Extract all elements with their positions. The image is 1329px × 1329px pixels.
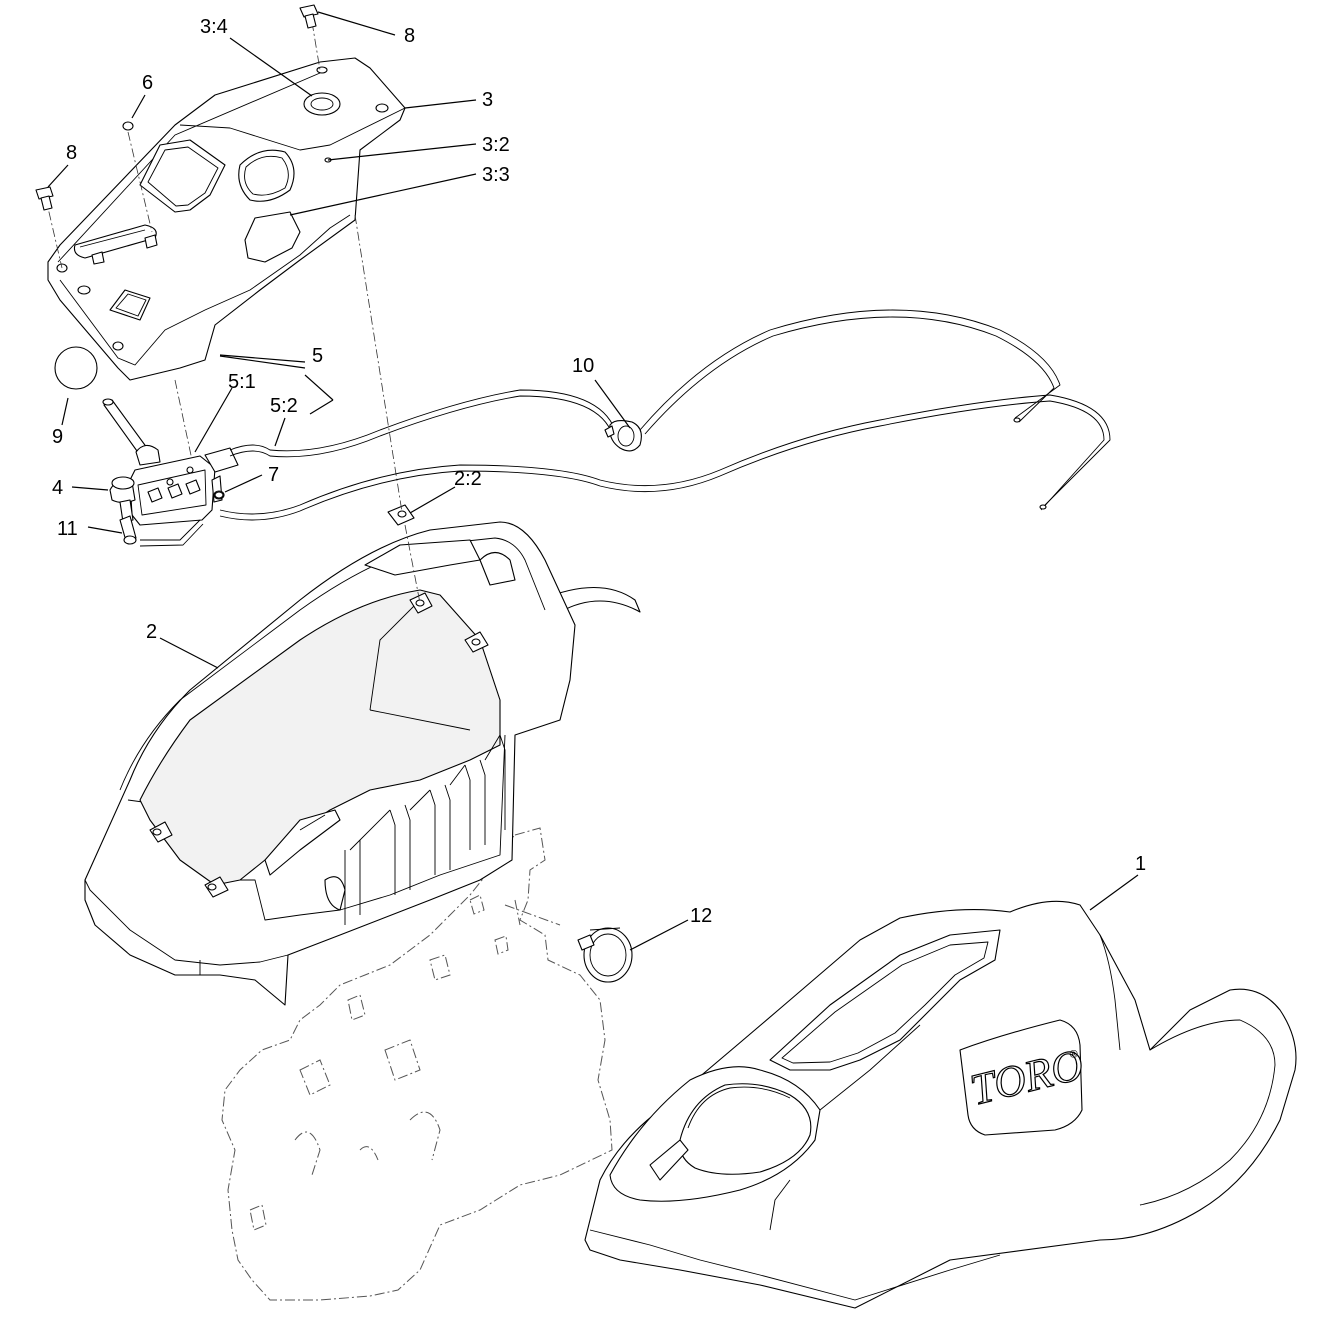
callout-12: 12 <box>690 905 712 927</box>
link-rod-part-11 <box>119 515 137 545</box>
callout-5-2: 5:2 <box>270 395 298 417</box>
housing-part-2 <box>84 521 641 1006</box>
assembly-lines <box>44 21 421 604</box>
callout-3-4: 3:4 <box>200 16 228 38</box>
screw-part-8-top <box>299 4 319 29</box>
fuel-gauge-part-12 <box>577 927 633 983</box>
callout-9: 9 <box>52 426 63 448</box>
callout-3: 3 <box>482 89 493 111</box>
callout-2-2: 2:2 <box>454 468 482 490</box>
callout-10: 10 <box>572 355 594 377</box>
callout-1: 1 <box>1135 853 1146 875</box>
phantom-bracket <box>221 827 613 1301</box>
callout-2: 2 <box>146 621 157 643</box>
control-panel-part-3 <box>47 57 406 381</box>
leader-lines <box>47 11 1139 951</box>
plug-part-6 <box>122 121 134 131</box>
callout-5: 5 <box>312 345 323 367</box>
callout-labels: 8 3:4 3 3:2 3:3 6 8 5 5:1 5:2 10 9 4 7 2… <box>52 16 1146 927</box>
callout-3-2: 3:2 <box>482 134 510 156</box>
callout-6: 6 <box>142 72 153 94</box>
callout-4: 4 <box>52 477 63 499</box>
callout-11: 11 <box>57 518 78 540</box>
clip-part-2-2 <box>387 504 415 526</box>
knob-part-9 <box>54 346 161 466</box>
callout-8-left: 8 <box>66 142 77 164</box>
callout-5-1: 5:1 <box>228 371 256 393</box>
callout-7: 7 <box>268 464 279 486</box>
nut-part-7 <box>214 491 224 499</box>
screw-part-8-left <box>35 186 54 211</box>
callout-3-3: 3:3 <box>482 164 510 186</box>
cable-clamp-part-10 <box>604 419 642 452</box>
callout-8-top: 8 <box>404 25 415 47</box>
switch-part-4 <box>109 476 136 523</box>
cover-part-1 <box>584 900 1297 1309</box>
logo-registered-mark: ® <box>1068 1048 1079 1062</box>
throttle-cable-part-5-2 <box>139 309 1111 547</box>
